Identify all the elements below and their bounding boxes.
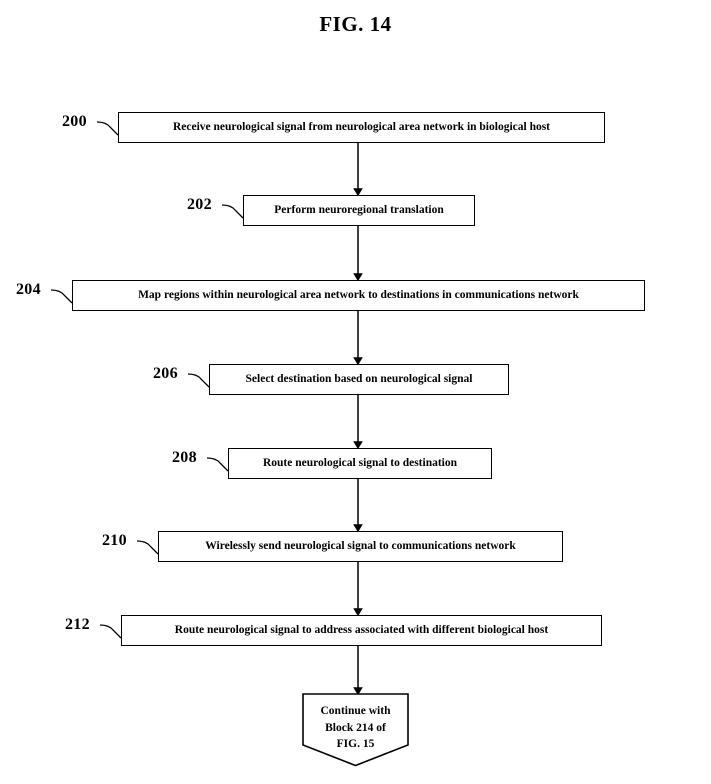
leader-202	[221, 204, 244, 219]
process-node-206[interactable]: Select destination based on neurological…	[209, 364, 509, 395]
node-label-202: Perform neuroregional translation	[274, 203, 444, 216]
process-node-200[interactable]: Receive neurological signal from neurolo…	[118, 112, 605, 143]
terminal-line-2: Block 214 of	[325, 721, 386, 734]
node-label-210: Wirelessly send neurological signal to c…	[205, 539, 516, 552]
leader-204	[50, 289, 73, 304]
terminal-text-block: Continue with Block 214 of FIG. 15	[303, 694, 408, 753]
process-node-208[interactable]: Route neurological signal to destination	[228, 448, 492, 479]
leader-212	[99, 624, 122, 639]
node-label-204: Map regions within neurological area net…	[138, 288, 579, 301]
node-label-212: Route neurological signal to address ass…	[174, 623, 549, 636]
reference-numeral-206: 206	[153, 365, 178, 382]
reference-numeral-208: 208	[172, 449, 197, 466]
node-label-206: Select destination based on neurological…	[245, 372, 473, 385]
leader-208	[206, 457, 229, 472]
reference-numeral-204: 204	[16, 281, 41, 298]
leader-200	[96, 121, 119, 136]
node-label-208: Route neurological signal to destination	[262, 456, 458, 469]
process-node-202[interactable]: Perform neuroregional translation	[243, 195, 475, 226]
node-label-200: Receive neurological signal from neurolo…	[172, 120, 551, 133]
reference-numeral-200: 200	[62, 113, 87, 130]
figure-title: FIG. 14	[319, 12, 392, 36]
process-node-212[interactable]: Route neurological signal to address ass…	[121, 615, 602, 646]
terminal-line-1: Continue with	[320, 705, 391, 717]
reference-numeral-202: 202	[187, 196, 212, 213]
reference-numeral-212: 212	[65, 616, 90, 633]
terminal-line-3: FIG. 15	[336, 738, 375, 751]
process-node-204[interactable]: Map regions within neurological area net…	[72, 280, 645, 311]
process-node-210[interactable]: Wirelessly send neurological signal to c…	[158, 531, 563, 562]
leader-206	[187, 373, 210, 388]
reference-numeral-210: 210	[102, 532, 127, 549]
terminal-node[interactable]: Continue with Block 214 of FIG. 15	[303, 694, 408, 766]
leader-210	[136, 540, 159, 555]
